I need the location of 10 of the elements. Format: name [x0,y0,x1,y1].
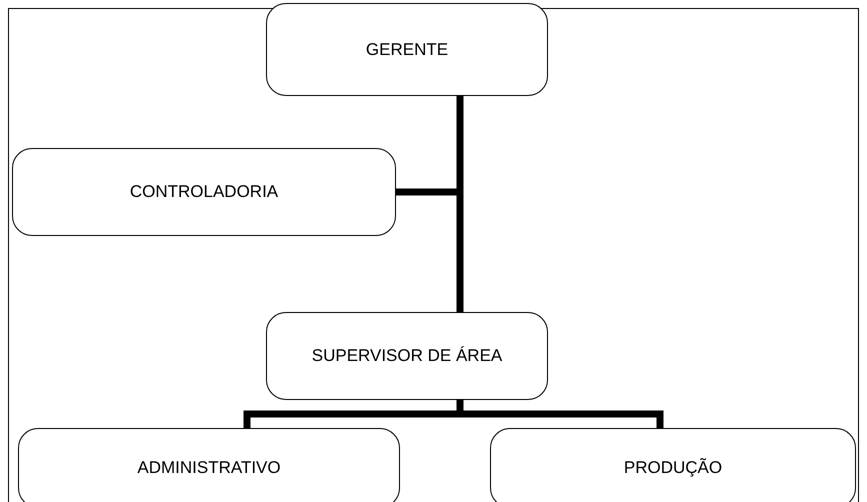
org-label: CONTROLADORIA [130,182,278,202]
org-box [18,428,400,502]
org-label: GERENTE [366,40,448,60]
org-box [266,3,548,96]
org-box [12,148,396,236]
org-box [490,428,856,502]
org-box [266,312,548,400]
org-label: ADMINISTRATIVO [137,458,281,478]
org-label: PRODUÇÃO [624,458,722,478]
org-label: SUPERVISOR DE ÁREA [312,346,502,366]
